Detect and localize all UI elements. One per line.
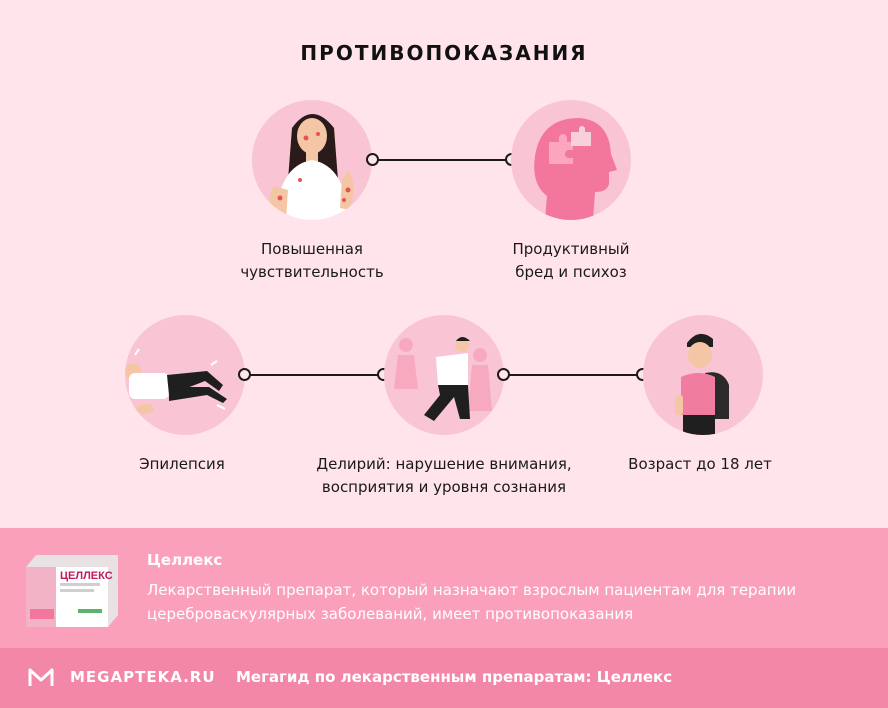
under18-illustration [643, 315, 763, 435]
megapteka-logo-icon [28, 668, 54, 686]
connector-line [372, 159, 510, 161]
drug-description: Лекарственный препарат, который назначаю… [147, 581, 797, 623]
svg-text:ЦЕЛЛЕКС: ЦЕЛЛЕКС [60, 570, 113, 582]
head-puzzle-icon [534, 118, 617, 220]
epilepsy-illustration [125, 315, 245, 435]
psychosis-illustration [511, 100, 631, 220]
caption-age-limit: Возраст до 18 лет [628, 455, 772, 473]
woman-rash-icon [270, 114, 354, 220]
connector-line [244, 374, 383, 376]
footer-band: MEGAPTEKA.RU Мегагид по лекарственным пр… [0, 648, 888, 708]
page-title: ПРОТИВОПОКАЗАНИЯ [300, 41, 588, 65]
connector-dot [497, 368, 510, 381]
medicine-box-icon: ЦЕЛЛЕКС [26, 555, 118, 627]
brand-name: MEGAPTEKA.RU [70, 668, 216, 686]
seizure-person-icon [125, 348, 227, 414]
caption-epilepsy: Эпилепсия [139, 455, 225, 473]
connector-dot [238, 368, 251, 381]
caption-delirium: Делирий: нарушение внимания,восприятия и… [316, 455, 572, 496]
drug-name: Целлекс [147, 551, 223, 569]
drug-package-image: ЦЕЛЛЕКС [26, 553, 118, 631]
hypersensitivity-illustration [252, 100, 372, 220]
connector-line [503, 374, 642, 376]
connector-dot [366, 153, 379, 166]
schoolboy-icon [675, 333, 729, 435]
drug-info-band: Целлекс Лекарственный препарат, который … [0, 528, 888, 648]
confused-man-icon [394, 337, 492, 421]
delirium-illustration [384, 315, 504, 435]
footer-tagline: Мегагид по лекарственным препаратам: Цел… [236, 668, 673, 686]
